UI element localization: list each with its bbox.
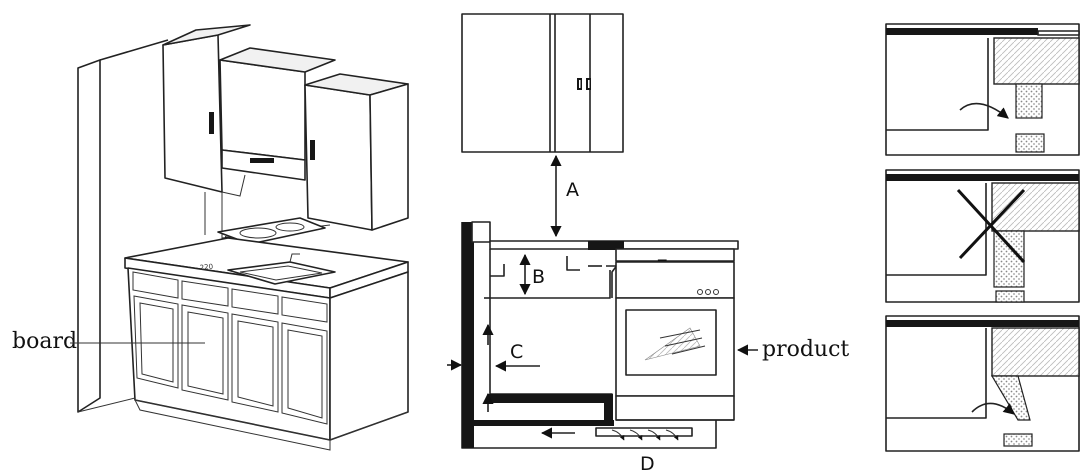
upper-cabinets xyxy=(162,24,409,231)
back-panel xyxy=(462,222,474,448)
curved-arrow-icon xyxy=(971,402,1015,415)
dimension-c-label: C xyxy=(510,341,523,363)
oven-product xyxy=(615,261,735,421)
cooktop-mark: 220 xyxy=(199,263,213,272)
side-wall-top xyxy=(99,39,169,61)
dimension-d-label: D xyxy=(640,453,655,475)
wall-cabinet xyxy=(461,13,624,153)
cabinet-handle xyxy=(310,140,315,160)
section-diagram: A B E xyxy=(447,13,739,475)
cooktop-section xyxy=(615,248,735,262)
kitchen-isometric: 220 xyxy=(77,24,409,451)
dimension-b-label: B xyxy=(532,266,545,288)
board-label: board xyxy=(12,329,77,354)
side-wall xyxy=(77,59,101,413)
curved-arrow-icon xyxy=(959,102,1009,119)
detail-panel-correct-1 xyxy=(885,23,1080,156)
dimension-a-label: A xyxy=(566,179,579,201)
sink xyxy=(227,253,336,285)
base-cabinets xyxy=(127,267,409,451)
detail-panel-correct-2 xyxy=(885,315,1080,452)
detail-panel-wrong xyxy=(885,169,1080,303)
cabinet-handle xyxy=(209,112,214,134)
x-mark-icon xyxy=(956,188,1026,264)
range-hood xyxy=(221,149,306,181)
product-label: product xyxy=(762,337,849,362)
hood-handle xyxy=(250,158,274,163)
